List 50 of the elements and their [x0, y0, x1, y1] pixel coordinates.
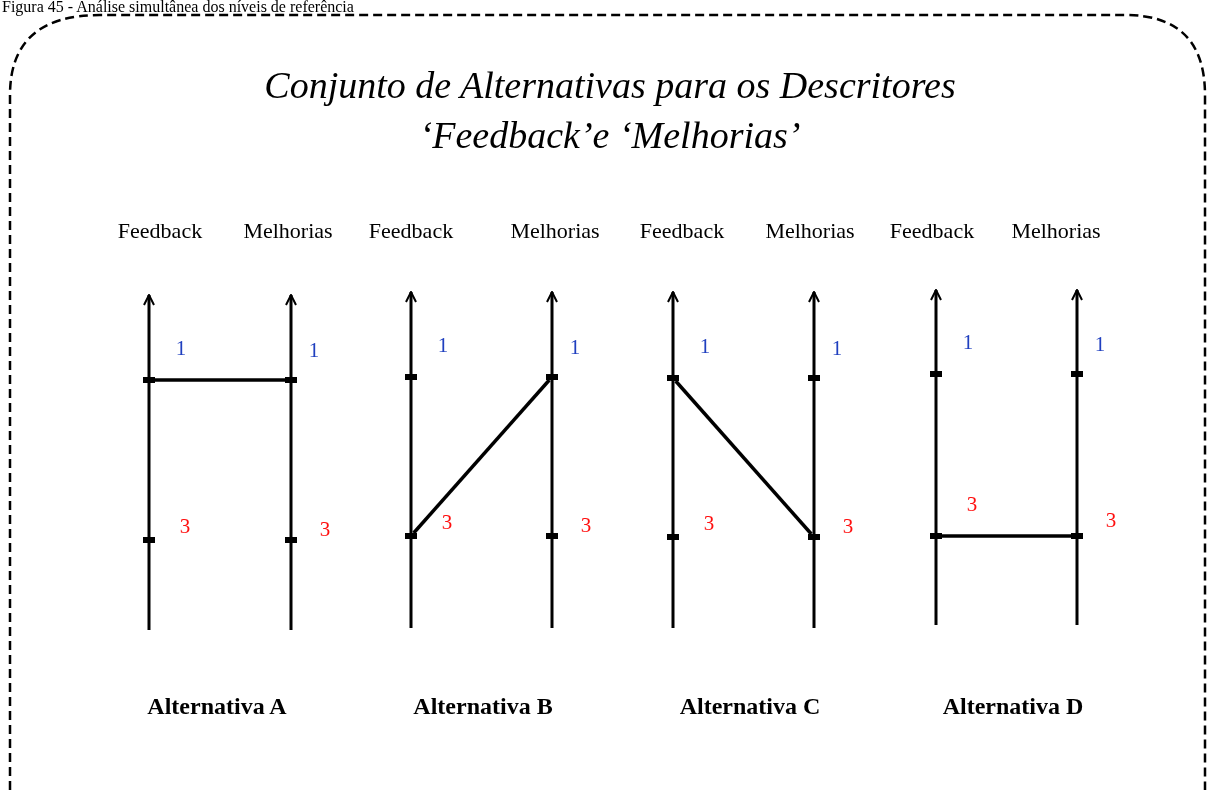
- level-number: 3: [842, 513, 854, 539]
- alternative-label: Alternativa B: [413, 692, 553, 720]
- tick-mark: [1071, 371, 1083, 377]
- connector-line: [412, 378, 551, 535]
- tick-mark: [405, 533, 417, 539]
- level-number: 1: [831, 335, 843, 361]
- tick-mark: [285, 377, 297, 383]
- tick-mark: [285, 537, 297, 543]
- tick-mark: [667, 534, 679, 540]
- connector-line: [155, 378, 285, 382]
- axis-label: Feedback: [368, 218, 454, 244]
- level-number: 3: [703, 510, 715, 536]
- level-number: 3: [179, 513, 191, 539]
- axis-label: Melhorias: [765, 218, 855, 244]
- axis-label: Feedback: [117, 218, 203, 244]
- tick-mark: [405, 374, 417, 380]
- connector-line: [674, 379, 813, 536]
- tick-mark: [930, 533, 942, 539]
- level-number: 1: [962, 329, 974, 355]
- level-number: 1: [175, 335, 187, 361]
- level-number: 3: [441, 509, 453, 535]
- tick-mark: [143, 377, 155, 383]
- tick-mark: [143, 537, 155, 543]
- level-number: 3: [319, 516, 331, 542]
- alternative-label: Alternativa C: [679, 692, 821, 720]
- level-number: 1: [308, 337, 320, 363]
- tick-mark: [667, 375, 679, 381]
- axis-label: Melhorias: [1011, 218, 1101, 244]
- diagram-title: Conjunto de Alternativas para os Descritores ‘Feedback’e ‘Melhorias’: [263, 63, 957, 158]
- tick-mark: [808, 534, 820, 540]
- level-number: 3: [1105, 507, 1117, 533]
- level-number: 1: [437, 332, 449, 358]
- level-number: 1: [569, 334, 581, 360]
- alternative-label: Alternativa D: [942, 692, 1084, 720]
- axis-label: Feedback: [889, 218, 975, 244]
- axis-label: Melhorias: [510, 218, 600, 244]
- tick-mark: [546, 533, 558, 539]
- tick-mark: [546, 374, 558, 380]
- figure-caption: Figura 45 - Análise simultânea dos níveis de referência: [2, 0, 354, 16]
- alternative-label: Alternativa A: [147, 692, 287, 720]
- tick-mark: [930, 371, 942, 377]
- level-number: 3: [966, 491, 978, 517]
- tick-mark: [808, 375, 820, 381]
- level-number: 1: [699, 333, 711, 359]
- level-number: 3: [580, 512, 592, 538]
- axis-label: Melhorias: [243, 218, 333, 244]
- tick-mark: [1071, 533, 1083, 539]
- axis-label: Feedback: [639, 218, 725, 244]
- connector-line: [942, 534, 1071, 538]
- level-number: 1: [1094, 331, 1106, 357]
